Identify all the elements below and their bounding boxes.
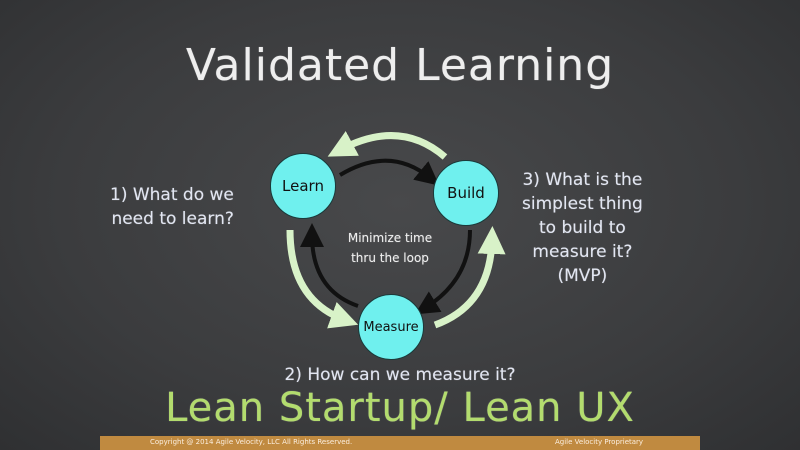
footer-copyright: Copyright @ 2014 Agile Velocity, LLC All… <box>150 438 353 446</box>
inner-arrow-build-to-measure <box>414 229 472 315</box>
slide-title: Validated Learning <box>185 40 615 91</box>
node-measure-label: Measure <box>363 319 419 335</box>
outer-arrow-measure-to-build <box>433 226 506 329</box>
outer-arrow-build-to-learn <box>327 131 448 160</box>
node-build-label: Build <box>447 184 485 202</box>
slide-subtitle: Lean Startup/ Lean UX <box>165 385 635 431</box>
inner-arrow-measure-to-learn <box>300 223 359 308</box>
node-learn: Learn <box>270 153 336 219</box>
footer-proprietary: Agile Velocity Proprietary <box>555 438 644 446</box>
outer-arrow-learn-to-measure <box>286 229 359 329</box>
node-measure: Measure <box>358 294 424 360</box>
inner-arrow-learn-to-build <box>338 158 440 186</box>
question-measure: 2) How can we measure it? <box>284 365 516 385</box>
node-learn-label: Learn <box>282 177 324 195</box>
node-build: Build <box>433 160 499 226</box>
footer-bar: Copyright @ 2014 Agile Velocity, LLC All… <box>100 436 700 450</box>
question-build: 3) What is the simplest thing to build t… <box>522 170 643 286</box>
center-note: Minimize time thru the loop <box>347 231 433 265</box>
question-learn: 1) What do we need to learn? <box>110 185 234 229</box>
